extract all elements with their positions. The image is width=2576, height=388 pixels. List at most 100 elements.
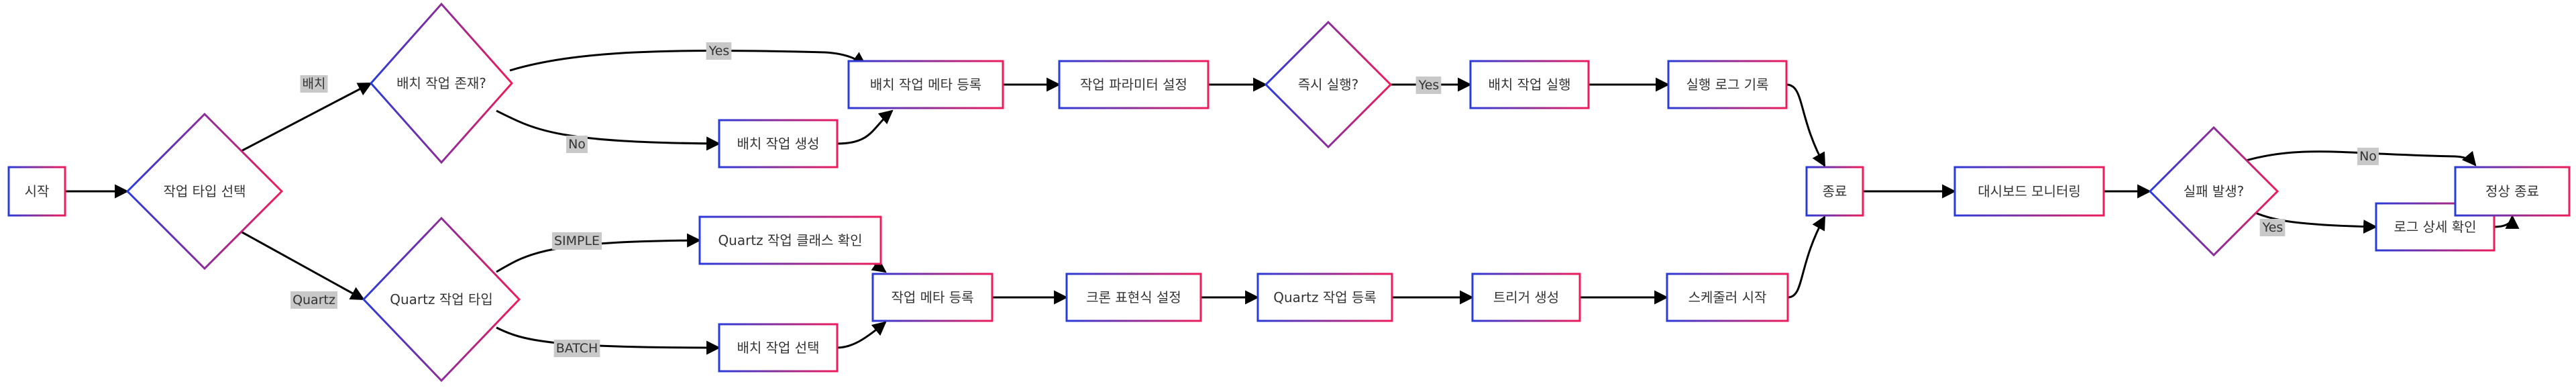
node-label: 시작 (25, 183, 50, 199)
node-label: Quartz 작업 타입 (390, 291, 493, 307)
node-label: 정상 종료 (2485, 183, 2539, 199)
node-label: 작업 파라미터 설정 (1080, 77, 1187, 93)
edge-label-background (2357, 148, 2379, 165)
edge-label-background (1415, 77, 1442, 94)
edge-label-text: Yes (2262, 220, 2284, 235)
process-box (1469, 60, 1590, 109)
node-job-meta: 작업 메타 등록 (871, 273, 994, 322)
edge-batch-exists-to-batch-create (496, 109, 721, 151)
node-label: 대시보드 모니터링 (1978, 183, 2081, 199)
edge-label-background (300, 75, 328, 93)
edge-label-text: No (568, 137, 586, 152)
node-run-now: 즉시 실행? (1264, 20, 1393, 149)
node-label: 배치 작업 생성 (737, 136, 819, 152)
node-quartz-reg: Quartz 작업 등록 (1256, 273, 1393, 322)
node-batch-meta: 배치 작업 메타 등록 (847, 60, 1004, 109)
node-batch-run: 배치 작업 실행 (1469, 60, 1590, 109)
edge-label: 배치 (300, 75, 328, 93)
edge-log-detail-to-normal-end (2493, 214, 2520, 229)
node-start: 시작 (7, 166, 66, 217)
node-end: 종료 (1805, 166, 1864, 217)
node-normal-end: 정상 종료 (2454, 166, 2571, 217)
process-box (1666, 273, 1789, 322)
decision-diamond (125, 112, 284, 271)
process-box (1471, 273, 1581, 322)
edge-label: Quartz (290, 291, 337, 309)
node-scheduler: 스케줄러 시작 (1666, 273, 1789, 322)
node-dashboard: 대시보드 모니터링 (1953, 166, 2105, 217)
decision-diamond (1264, 20, 1393, 149)
nodes-layer: 시작 작업 타입 선택 배치 작업 존재? Quartz 작업 타입 배치 작업 메타 … (7, 2, 2571, 383)
edge-scheduler-to-end (1787, 215, 1826, 299)
node-batch-exists: 배치 작업 존재? (369, 2, 514, 164)
edge-label: Yes (2259, 219, 2286, 236)
node-label: Quartz 작업 등록 (1273, 289, 1377, 305)
node-run-log: 실행 로그 기록 (1667, 60, 1788, 109)
node-batch-create: 배치 작업 생성 (718, 119, 839, 168)
node-job-type: 작업 타입 선택 (125, 112, 284, 271)
edge-job-type-to-batch-exists (234, 82, 372, 156)
node-label: 배치 작업 실행 (1488, 77, 1570, 93)
edge-label-text: BATCH (556, 341, 598, 356)
process-box (718, 323, 839, 373)
edge-label: No (566, 136, 588, 153)
edge-batch-create-to-batch-meta (837, 109, 894, 145)
edge-label: Yes (706, 42, 732, 60)
edge-label-background (553, 340, 600, 357)
decision-diamond (369, 2, 514, 164)
edge-label: Yes (1415, 77, 1442, 94)
process-box (847, 60, 1004, 109)
edge-label-text: No (2359, 149, 2377, 164)
node-label: 트리거 생성 (1493, 289, 1559, 305)
edge-label-background (706, 42, 732, 60)
edge-label-background (551, 232, 602, 250)
edge-batch-select-to-job-meta (837, 321, 887, 349)
decision-diamond (362, 216, 521, 383)
node-label: 실행 로그 기록 (1686, 77, 1768, 93)
node-batch-select: 배치 작업 선택 (718, 323, 839, 373)
process-box (871, 273, 994, 322)
node-trigger: 트리거 생성 (1471, 273, 1581, 322)
edge-label: BATCH (553, 340, 600, 357)
node-label: 로그 상세 확인 (2394, 219, 2476, 235)
node-label: 배치 작업 선택 (737, 340, 819, 356)
node-quartz-type: Quartz 작업 타입 (362, 216, 521, 383)
process-box (1805, 166, 1864, 217)
edge-run-log-to-end (1786, 83, 1826, 167)
edge-label-background (2259, 219, 2286, 236)
node-label: 작업 메타 등록 (891, 289, 973, 305)
process-box (1667, 60, 1788, 109)
node-label: 즉시 실행? (1298, 77, 1359, 93)
process-box (1953, 166, 2105, 217)
edge-job-type-to-quartz-type (234, 227, 365, 301)
edge-label-text: 배치 (303, 77, 326, 91)
node-label: 배치 작업 존재? (396, 75, 486, 91)
node-param-set: 작업 파라미터 설정 (1058, 60, 1210, 109)
node-failure: 실패 발생? (2148, 126, 2279, 257)
edge-label-text: Yes (1418, 78, 1440, 93)
process-box (2454, 166, 2571, 217)
process-box (1058, 60, 1210, 109)
node-label: 크론 표현식 설정 (1086, 289, 1181, 305)
edge-label-text: Quartz (292, 293, 335, 307)
node-label: 작업 타입 선택 (163, 183, 246, 199)
edge-label-background (566, 136, 588, 153)
node-label: 종료 (1823, 183, 1847, 199)
edge-label-text: SIMPLE (554, 234, 600, 248)
edge-label: No (2357, 148, 2379, 165)
node-label: Quartz 작업 클래스 확인 (718, 232, 862, 248)
node-label: 실패 발생? (2184, 183, 2245, 199)
node-quartz-class: Quartz 작업 클래스 확인 (698, 215, 882, 265)
edge-label: SIMPLE (551, 232, 602, 250)
node-label: 스케줄러 시작 (1688, 289, 1767, 305)
decision-diamond (2148, 126, 2279, 257)
edge-failure-to-normal-end (2243, 150, 2477, 166)
process-box (7, 166, 66, 217)
edge-label-background (290, 291, 337, 309)
edge-label-text: Yes (708, 44, 730, 58)
node-cron-set: 크론 표현식 설정 (1065, 273, 1202, 322)
node-label: 배치 작업 메타 등록 (870, 77, 981, 93)
process-box (718, 119, 839, 168)
process-box (698, 215, 882, 265)
